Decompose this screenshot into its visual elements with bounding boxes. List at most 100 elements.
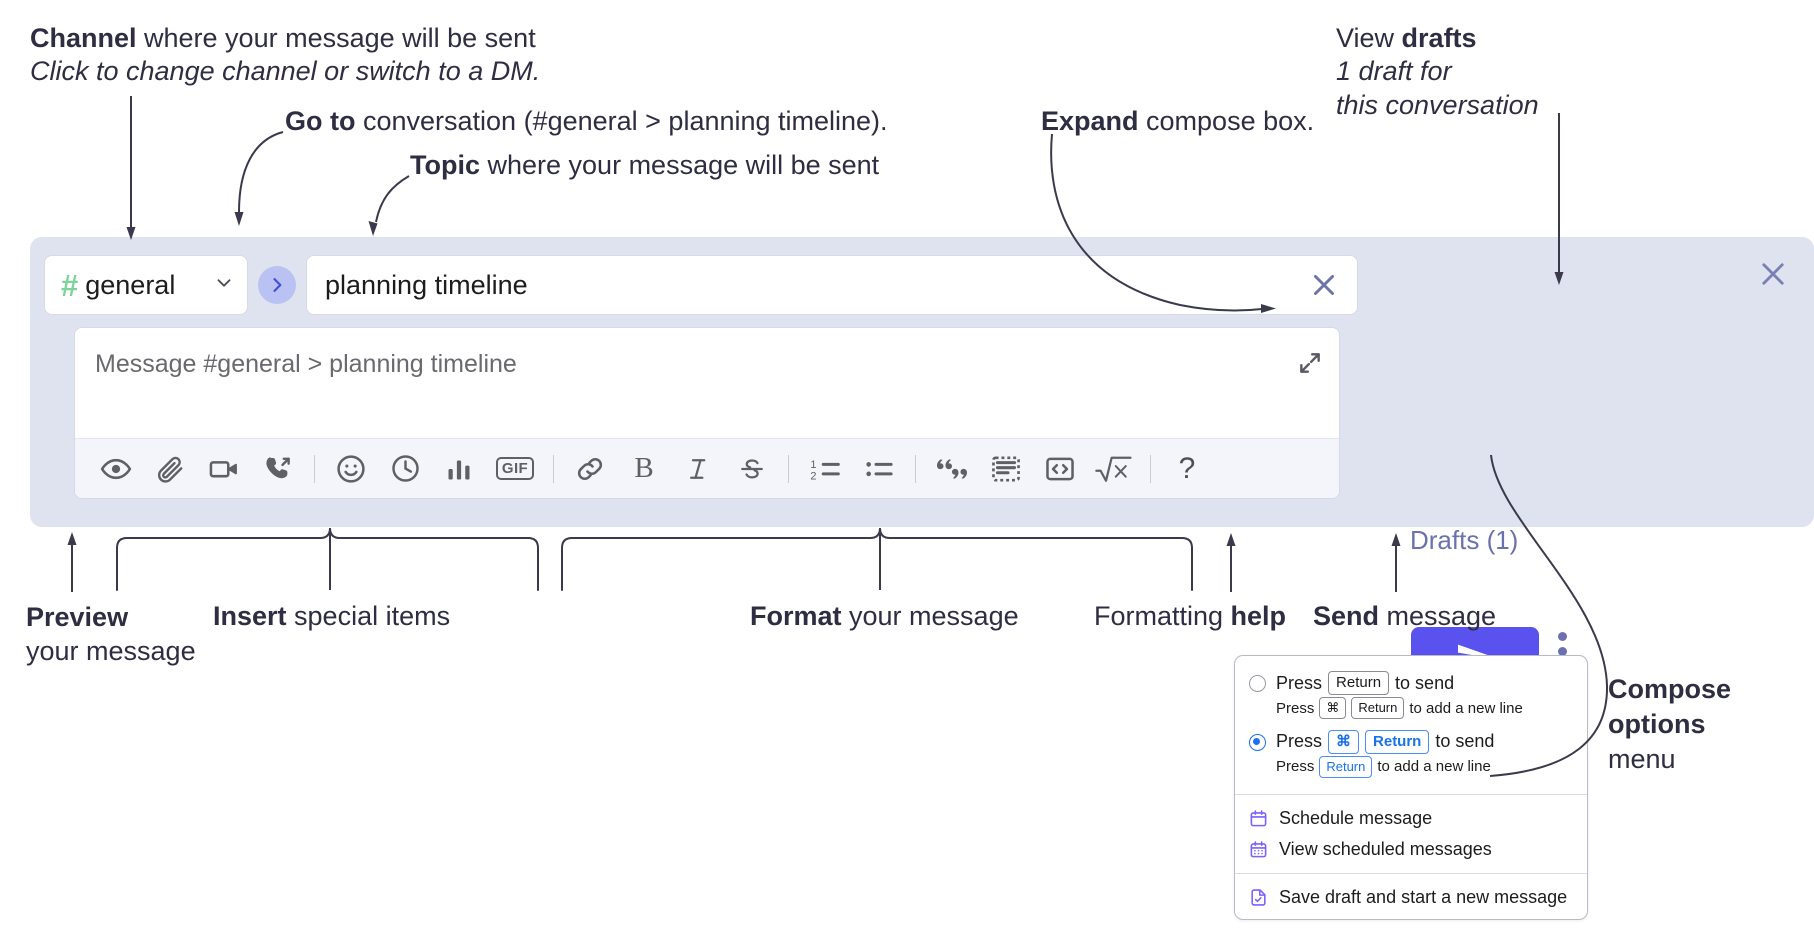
svg-text:1: 1 — [810, 458, 816, 470]
leader-topic — [375, 175, 410, 223]
menu-item-save-draft[interactable]: Save draft and start a new message — [1235, 882, 1587, 913]
annotation-compose-options-rest: menu — [1608, 744, 1676, 775]
bulleted-list-icon[interactable] — [852, 446, 906, 492]
annotation-preview-bold: Preview — [26, 602, 129, 632]
calendar-icon — [1249, 809, 1268, 828]
option-2-sub-key-return: Return — [1319, 756, 1373, 778]
calendar-grid-icon — [1249, 840, 1268, 859]
annotation-goto: Go to conversation (#general > planning … — [285, 105, 888, 138]
option-2-press: Press — [1276, 731, 1323, 752]
svg-text:2: 2 — [810, 470, 816, 482]
annotation-topic-rest: where your message will be sent — [480, 150, 880, 180]
divider-5 — [1150, 454, 1151, 483]
annotation-channel: Channel where your message will be sent … — [30, 22, 540, 89]
send-option-cmd-return[interactable]: Press ⌘ Return to send — [1235, 727, 1587, 755]
menu-item-schedule-message-label: Schedule message — [1279, 807, 1433, 828]
annotation-drafts-bold: drafts — [1401, 23, 1477, 53]
formatting-toolbar: GIF B — [75, 438, 1339, 498]
annotation-compose-options-bold-2: options — [1608, 709, 1706, 740]
annotation-topic: Topic where your message will be sent — [410, 149, 879, 182]
message-input-placeholder: Message #general > planning timeline — [95, 350, 517, 378]
annotation-drafts-italic-1: 1 draft for — [1336, 56, 1452, 87]
emoji-icon[interactable] — [324, 446, 378, 492]
close-icon[interactable] — [1307, 268, 1341, 302]
annotation-insert: Insert special items — [213, 600, 450, 633]
send-option-cmd-return-sub: Press Return to add a new line — [1235, 754, 1587, 786]
menu-item-schedule-message[interactable]: Schedule message — [1235, 803, 1587, 834]
clock-icon[interactable] — [378, 446, 432, 492]
option-2-sub-press: Press — [1276, 758, 1315, 776]
radio-unselected-icon[interactable] — [1249, 675, 1266, 692]
divider-1 — [314, 454, 315, 483]
annotation-format-rest: your message — [841, 601, 1019, 631]
goto-conversation-button[interactable] — [258, 266, 296, 304]
video-icon[interactable] — [197, 446, 251, 492]
leader-goto — [238, 131, 284, 213]
annotation-channel-italic: Click to change channel or switch to a D… — [30, 56, 541, 87]
chevron-down-icon — [213, 272, 235, 299]
message-compose-box[interactable]: Message #general > planning timeline — [74, 327, 1340, 499]
option-1-key-return: Return — [1328, 671, 1390, 696]
menu-item-save-draft-label: Save draft and start a new message — [1279, 886, 1568, 907]
brace-format — [561, 527, 1193, 591]
channel-selector[interactable]: # general — [44, 255, 248, 315]
compose-panel: # general planning timeline Message #gen… — [30, 237, 1814, 684]
expand-diagonal-icon[interactable] — [1297, 350, 1323, 381]
save-draft-icon — [1249, 888, 1268, 907]
menu-item-view-scheduled-label: View scheduled messages — [1279, 838, 1492, 859]
option-1-tail: to send — [1395, 672, 1455, 693]
strikethrough-icon[interactable] — [725, 446, 779, 492]
code-block-icon[interactable] — [979, 446, 1033, 492]
annotation-help-lead: Formatting — [1094, 601, 1231, 631]
annotation-channel-rest: where your message will be sent — [136, 23, 536, 53]
help-icon[interactable]: ? — [1160, 446, 1214, 492]
channel-name: general — [85, 269, 176, 300]
send-option-return-sub: Press ⌘ Return to add a new line — [1235, 695, 1587, 727]
attachment-icon[interactable] — [143, 446, 197, 492]
topic-input[interactable]: planning timeline — [306, 255, 1358, 315]
italic-icon[interactable] — [671, 446, 725, 492]
annotation-drafts-lead: View — [1336, 23, 1402, 53]
drafts-link[interactable]: Drafts (1) — [1410, 525, 1519, 555]
annotation-format-bold: Format — [750, 601, 842, 631]
annotation-drafts-italic-2: this conversation — [1336, 89, 1539, 120]
preview-icon[interactable] — [89, 446, 143, 492]
ordered-list-icon[interactable]: 1 2 — [798, 446, 852, 492]
math-icon[interactable] — [1087, 446, 1141, 492]
close-icon[interactable] — [1756, 257, 1790, 296]
annotation-send: Send message — [1313, 600, 1496, 633]
compose-header-row: # general planning timeline — [44, 255, 1358, 315]
link-icon[interactable] — [563, 446, 617, 492]
gif-icon[interactable]: GIF — [486, 446, 544, 492]
annotation-help: Formatting help — [1094, 600, 1286, 633]
annotation-preview: Preview your message — [26, 600, 196, 669]
divider-2 — [553, 454, 554, 483]
bold-icon[interactable]: B — [617, 446, 671, 492]
audio-call-icon[interactable] — [251, 446, 305, 492]
annotation-compose-options: Compose options menu — [1608, 672, 1731, 777]
option-2-tail: to send — [1435, 731, 1495, 752]
annotation-insert-rest: special items — [286, 601, 451, 631]
menu-divider-2 — [1235, 872, 1587, 874]
menu-divider-1 — [1235, 793, 1587, 795]
option-1-sub-press: Press — [1276, 699, 1315, 717]
brace-insert — [116, 527, 539, 591]
help-label: ? — [1178, 451, 1196, 485]
annotation-compose-options-bold-1: Compose — [1608, 674, 1732, 704]
gif-label: GIF — [495, 456, 535, 481]
annotation-insert-bold: Insert — [213, 601, 287, 631]
option-1-sub-tail: to add a new line — [1409, 699, 1523, 717]
annotation-format: Format your message — [750, 600, 1019, 633]
annotation-goto-bold: Go to — [285, 106, 356, 136]
code-icon[interactable] — [1033, 446, 1087, 492]
blockquote-icon[interactable] — [925, 446, 979, 492]
menu-item-view-scheduled[interactable]: View scheduled messages — [1235, 834, 1587, 865]
radio-selected-icon[interactable] — [1249, 733, 1266, 751]
annotation-send-bold: Send — [1313, 601, 1380, 631]
poll-icon[interactable] — [432, 446, 486, 492]
annotation-topic-bold: Topic — [410, 150, 480, 180]
annotation-send-rest: message — [1379, 601, 1497, 631]
send-option-return[interactable]: Press Return to send — [1235, 668, 1587, 696]
hash-icon: # — [61, 267, 78, 303]
